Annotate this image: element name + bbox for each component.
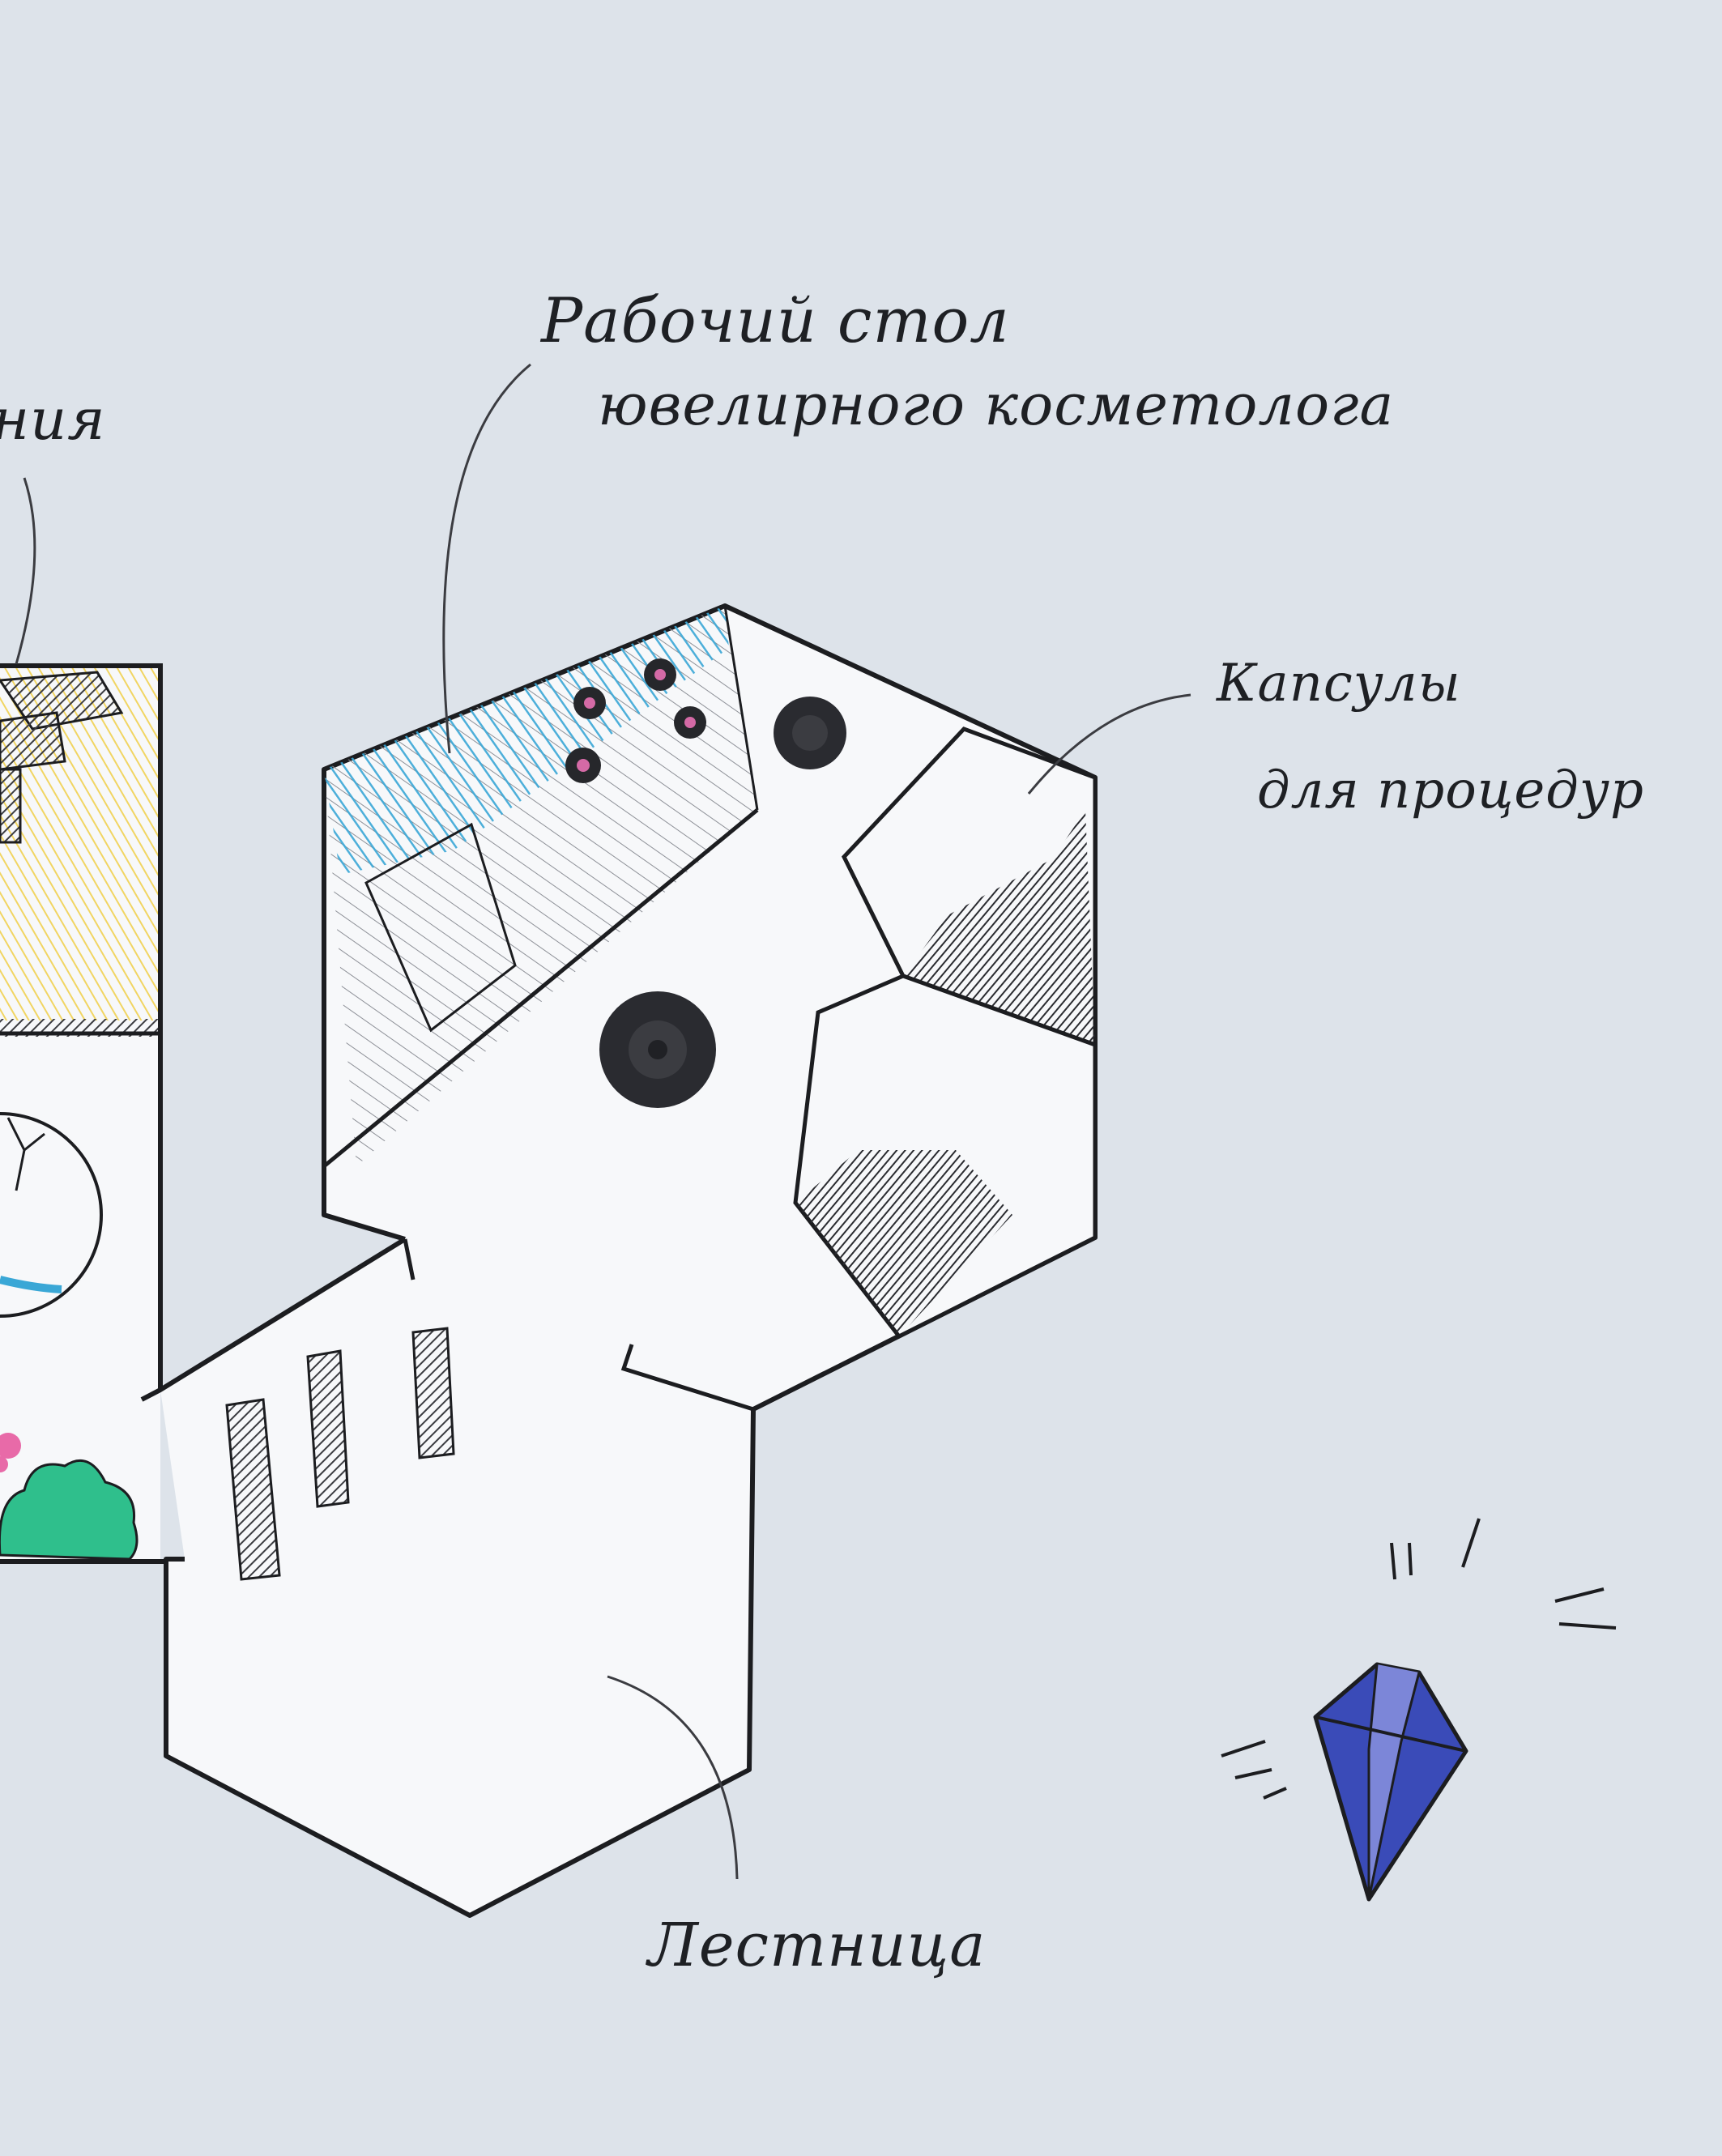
workdesk-label-line1: Рабочий стол	[541, 285, 1010, 356]
capsules-label-line1: Капсулы	[1217, 654, 1461, 714]
left-room-fragment	[0, 664, 185, 1563]
stool-top	[774, 697, 846, 769]
capsules-label-line2: для процедур	[1257, 761, 1644, 821]
diamond-icon	[1221, 1519, 1616, 1899]
cut-off-label: ния	[0, 387, 106, 453]
workdesk-label-line2: ювелирного косметолога	[598, 373, 1394, 438]
stool-center	[599, 991, 716, 1108]
stairs-label: Лестница	[648, 1911, 986, 1980]
